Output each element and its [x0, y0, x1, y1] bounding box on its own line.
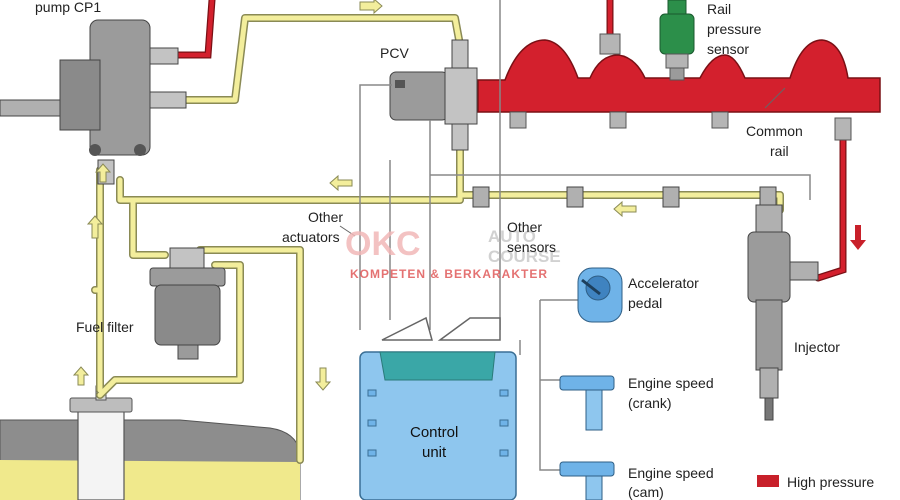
legend-high-pressure-label: High pressure — [787, 474, 874, 490]
label-control-unit-2: unit — [422, 444, 447, 461]
watermark-tagline: KOMPETEN & BERKARAKTER — [350, 267, 548, 281]
watermark-logo: OKC — [345, 225, 421, 263]
high-pressure-flow-arrow — [850, 225, 866, 250]
label-other-sensors-1: Other — [507, 219, 542, 235]
return-line-connectors — [472, 186, 777, 208]
leader-lines — [339, 87, 786, 237]
legend-high-pressure-swatch — [757, 475, 779, 487]
label-other-actuators-1: Other — [308, 209, 343, 225]
label-engine-speed-cam-1: Engine speed — [628, 465, 714, 481]
label-other-actuators-2: actuators — [282, 229, 340, 245]
label-rail-sensor-3: sensor — [707, 41, 749, 57]
control-unit — [359, 351, 517, 500]
cam-speed-sensor — [559, 461, 615, 500]
tank-pickup-housing — [77, 409, 125, 500]
label-rail-sensor-2: pressure — [707, 21, 762, 37]
label-injector: Injector — [794, 339, 840, 355]
label-common-rail-1: Common — [746, 123, 803, 139]
fuel-tank — [0, 385, 301, 500]
label-other-sensors-2: sensors — [507, 239, 556, 255]
label-pump: pump CP1 — [35, 0, 101, 15]
label-fuel-filter: Fuel filter — [76, 319, 134, 335]
crank-speed-sensor — [559, 375, 615, 431]
flow-arrows — [72, 0, 637, 391]
fuel-filter — [149, 247, 226, 360]
injector — [747, 204, 819, 421]
label-common-rail-2: rail — [770, 143, 789, 159]
label-pcv: PCV — [380, 45, 409, 61]
accelerator-pedal-sensor — [577, 267, 623, 323]
label-engine-speed-crank-1: Engine speed — [628, 375, 714, 391]
rail-pressure-sensor — [659, 0, 695, 81]
rail-inlet-fitting — [599, 33, 621, 55]
watermark: OKC AUTO COURSE KOMPETEN & BERKARAKTER — [345, 225, 561, 281]
input-funnel-arrows — [381, 316, 501, 341]
label-accelerator-1: Accelerator — [628, 275, 699, 291]
label-control-unit-1: Control — [410, 424, 458, 441]
high-pressure-pump — [0, 19, 187, 185]
label-engine-speed-cam-2: (cam) — [628, 484, 664, 500]
watermark-line1: AUTO — [488, 227, 536, 246]
high-pressure-lines — [171, 0, 847, 282]
label-rail-sensor-1: Rail — [707, 1, 731, 17]
pcv-valve — [389, 39, 478, 151]
label-engine-speed-crank-2: (crank) — [628, 395, 672, 411]
watermark-line2: COURSE — [488, 247, 561, 266]
legend: High pressure — [757, 474, 874, 490]
label-accelerator-2: pedal — [628, 295, 662, 311]
